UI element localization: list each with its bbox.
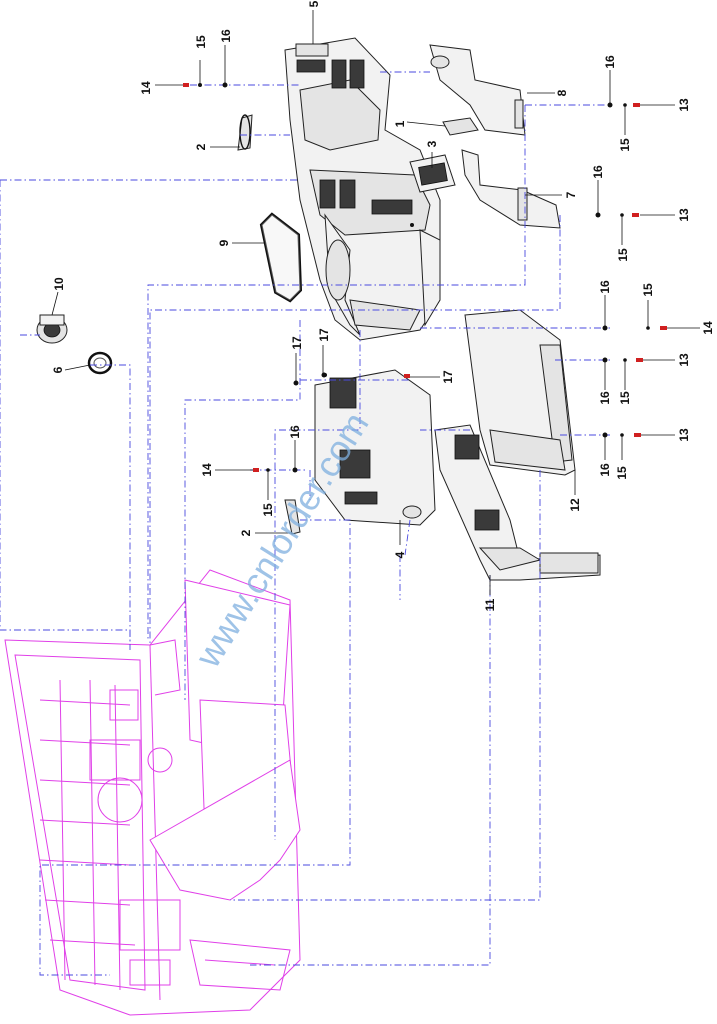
leader-lines (51, 10, 700, 595)
callout-16: 16 (598, 280, 612, 294)
callout-16: 16 (591, 165, 605, 179)
callout-16: 16 (598, 391, 612, 405)
part-6-vent-ring (87, 351, 113, 375)
part-7-side-panel (461, 149, 561, 229)
part-11-console-arm (434, 424, 601, 581)
callout-15: 15 (615, 466, 629, 480)
callout-3: 3 (425, 140, 439, 147)
callout-2: 2 (194, 143, 208, 150)
part-1-trim (442, 117, 479, 136)
callout-5: 5 (307, 0, 321, 7)
part-2-lower-trim (284, 499, 301, 535)
callout-7: 7 (564, 191, 578, 198)
callout-13: 13 (677, 428, 691, 442)
callout-1: 1 (393, 120, 407, 127)
callout-16: 16 (598, 463, 612, 477)
part-9-bezel-ring (259, 212, 303, 303)
callout-labels: 15 16 14 5 2 1 3 8 16 15 13 7 16 15 13 9… (51, 0, 715, 611)
callout-17: 17 (290, 336, 304, 350)
callout-17: 17 (441, 370, 455, 384)
callout-9: 9 (217, 239, 231, 246)
callout-11: 11 (483, 598, 497, 611)
callout-17: 17 (317, 328, 331, 342)
callout-4: 4 (393, 551, 407, 558)
part-2-upper-trim (237, 114, 253, 151)
callout-13: 13 (677, 98, 691, 112)
part-10-round-vent (36, 314, 68, 344)
part-3-vent-panel (409, 154, 456, 193)
callout-16: 16 (288, 425, 302, 439)
callout-15: 15 (261, 503, 275, 517)
cab-chassis (4, 569, 301, 1016)
callout-15: 15 (618, 391, 632, 405)
callout-14: 14 (139, 81, 153, 95)
callout-2: 2 (239, 529, 253, 536)
callout-8: 8 (555, 89, 569, 96)
callout-15: 15 (618, 138, 632, 152)
callout-13: 13 (677, 208, 691, 222)
upper-dashboard-body (284, 37, 441, 341)
callout-10: 10 (52, 277, 66, 291)
part-4-lower-panel (294, 369, 436, 526)
callout-14: 14 (701, 321, 715, 335)
part-12-right-panel (464, 309, 576, 476)
callout-6: 6 (51, 366, 65, 373)
callout-12: 12 (568, 498, 582, 512)
assembly-lines (0, 71, 610, 976)
callout-15: 15 (616, 248, 630, 262)
callout-15: 15 (641, 283, 655, 297)
callout-16: 16 (219, 29, 233, 43)
callout-15: 15 (194, 35, 208, 49)
callout-14: 14 (200, 463, 214, 477)
callout-13: 13 (677, 353, 691, 367)
callout-16: 16 (603, 55, 617, 69)
